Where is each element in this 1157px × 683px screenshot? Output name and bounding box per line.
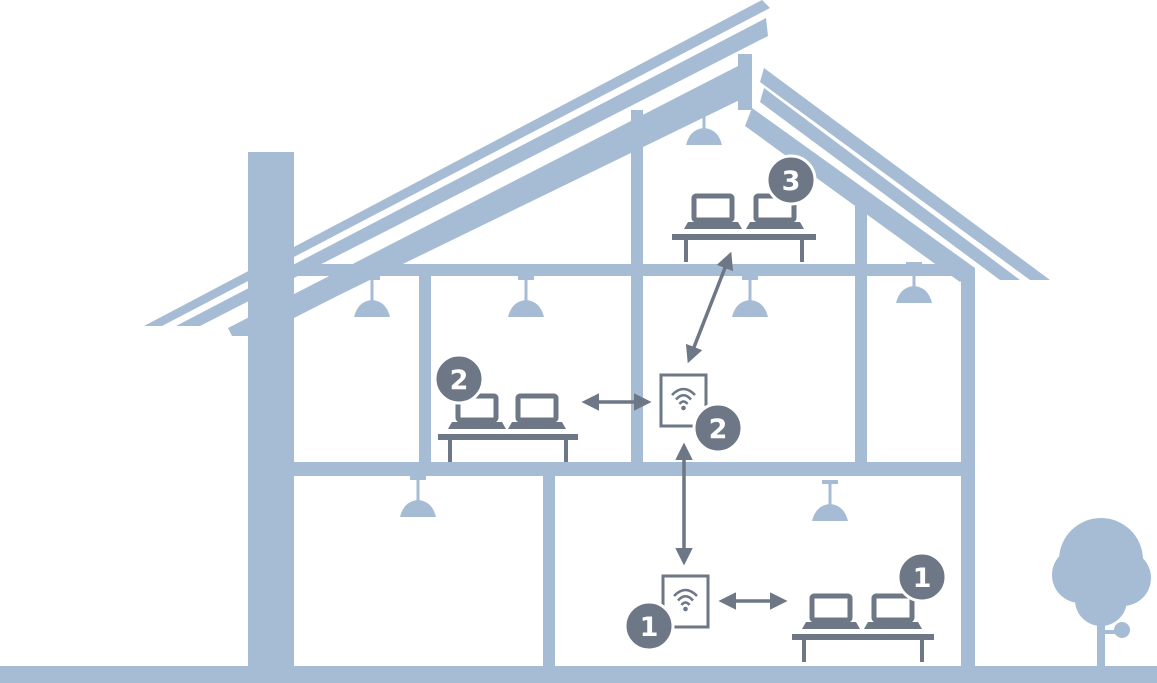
desk-level3 xyxy=(672,196,816,262)
badge-router-level1: 1 xyxy=(623,600,675,652)
arrow-icon xyxy=(685,251,734,364)
svg-text:2: 2 xyxy=(450,365,469,396)
desk-level2 xyxy=(438,396,578,462)
badge-desk-level1: 1 xyxy=(896,551,948,603)
badge-router-level2: 2 xyxy=(692,402,744,454)
ceiling-lamp-icon xyxy=(508,276,544,317)
laptop-icon xyxy=(802,596,860,629)
tree-icon xyxy=(1052,518,1151,670)
svg-text:1: 1 xyxy=(913,563,932,594)
ceiling-lamp-icon xyxy=(812,480,848,521)
svg-text:2: 2 xyxy=(709,414,728,445)
svg-text:3: 3 xyxy=(782,166,801,197)
desk-level1 xyxy=(792,596,934,662)
laptop-icon xyxy=(508,396,566,429)
badge-desk-level2: 2 xyxy=(433,353,485,405)
badge-desk-level3: 3 xyxy=(765,154,817,206)
ceiling-lamp-icon xyxy=(732,276,768,317)
svg-text:1: 1 xyxy=(640,612,659,643)
laptop-icon xyxy=(684,196,742,229)
ceiling-lamp-icon xyxy=(400,476,436,517)
